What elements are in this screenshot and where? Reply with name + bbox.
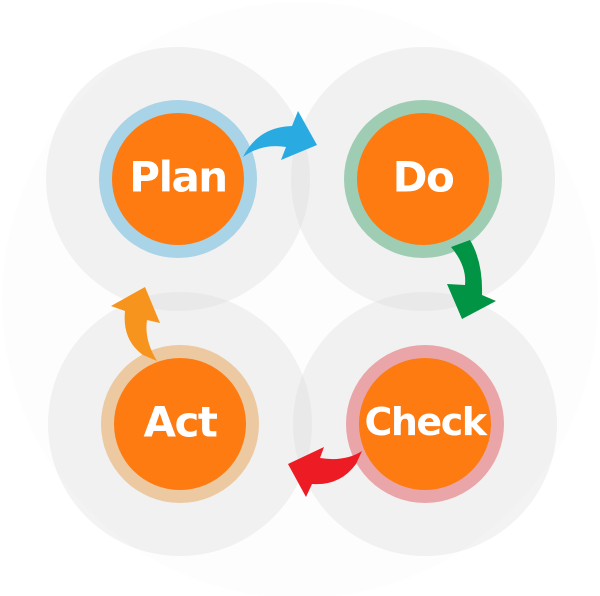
stage-circle-plan	[112, 113, 244, 245]
stage-act: Act	[101, 345, 259, 503]
arrow-act-to-plan-icon	[111, 287, 160, 361]
stage-label-plan: Plan	[129, 153, 226, 202]
stage-circle-do	[357, 113, 489, 245]
stage-label-act: Act	[144, 398, 218, 447]
arrow-plan-to-do-icon	[243, 111, 317, 160]
arrow-do-to-check-icon	[447, 240, 496, 319]
stage-circle-act	[114, 358, 246, 490]
stage-check: Check	[346, 345, 504, 503]
stage-label-do: Do	[393, 153, 454, 202]
stage-do: Do	[344, 100, 502, 258]
arrow-check-to-act-icon	[288, 447, 362, 497]
stage-label-check: Check	[364, 400, 487, 444]
stage-plan: Plan	[99, 100, 257, 258]
stage-circle-check	[359, 358, 491, 490]
